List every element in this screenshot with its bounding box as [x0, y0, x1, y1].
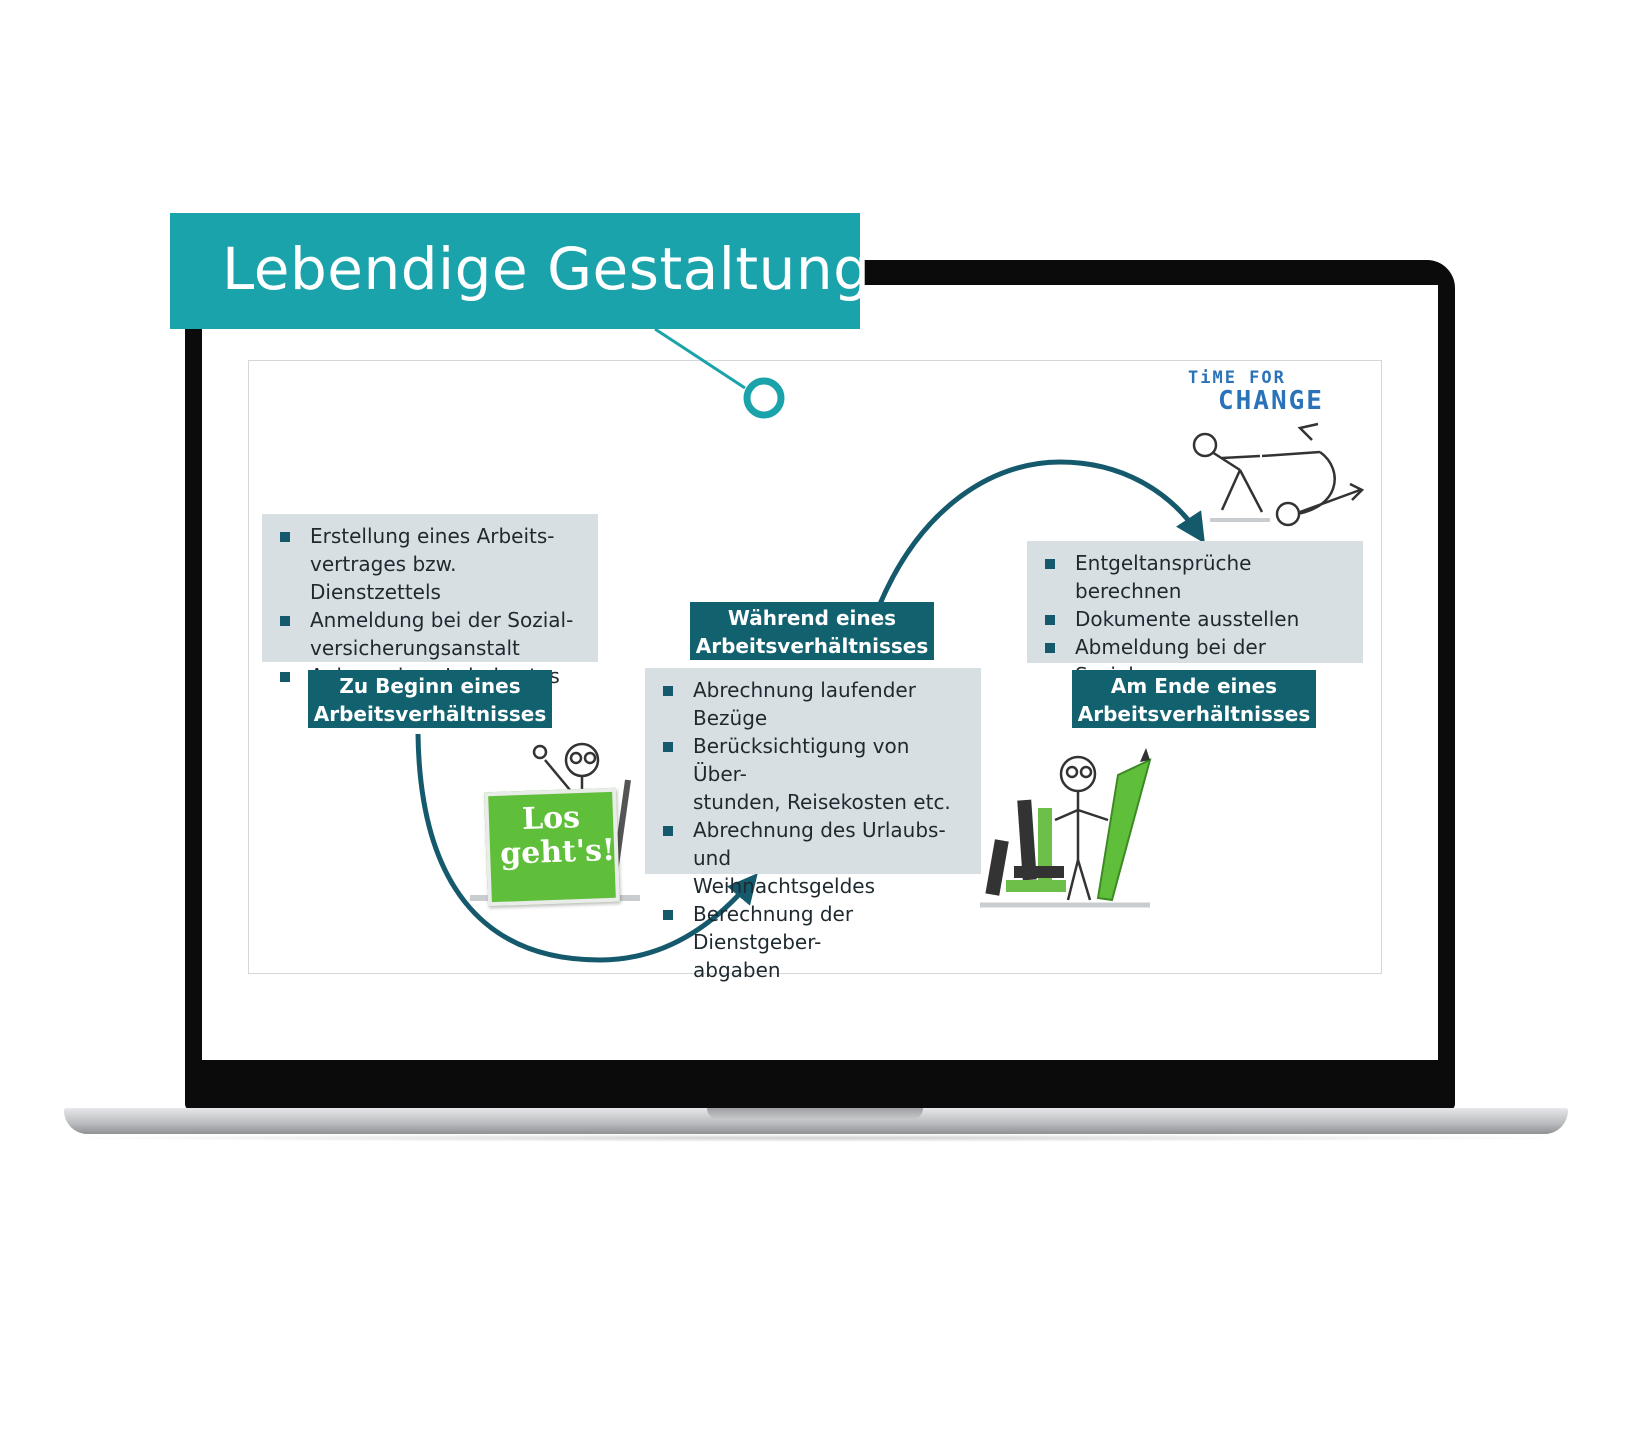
- bullets-end-box: Entgeltansprüche berechnen Dokumente aus…: [1027, 541, 1363, 715]
- feature-callout-title: Lebendige Gestaltung: [222, 235, 871, 303]
- arrow-during-to-end: [877, 459, 1205, 605]
- phase-label-line: Während eines: [727, 606, 897, 630]
- sign-text: Los geht's!: [499, 800, 616, 872]
- bullet-item: Anmeldung bei der Sozial- versicherungsa…: [274, 606, 586, 662]
- feature-callout-banner: Lebendige Gestaltung: [170, 213, 870, 329]
- stickfigure-folders-illustration: [980, 748, 1152, 908]
- phase-label-during: Während eines Arbeitsverhältnisses: [690, 602, 934, 660]
- phase-label-line: Arbeitsverhältnisses: [313, 702, 547, 726]
- laptop-shadow: [40, 1134, 1592, 1142]
- bullet-item: Entgeltansprüche berechnen: [1039, 549, 1351, 605]
- arrow-start-to-during: [415, 733, 758, 963]
- bullet-item: Berechnung der Dienstgeber- abgaben: [657, 900, 969, 984]
- phase-label-line: Zu Beginn eines: [339, 674, 521, 698]
- time-for-change-illustration: [1192, 422, 1365, 527]
- bullet-item: Berücksichtigung von Über- stunden, Reis…: [657, 732, 969, 816]
- time-for-change-line1: TiME FOR: [1188, 368, 1286, 388]
- bullets-during-box: Abrechnung laufender Bezüge Berücksichti…: [645, 668, 981, 982]
- laptop-notch: [707, 1108, 923, 1120]
- los-gehts-sign: Los geht's!: [484, 787, 620, 907]
- callout-connector: [654, 327, 746, 390]
- phase-label-end: Am Ende eines Arbeitsverhältnisses: [1072, 670, 1316, 728]
- bullet-item: Abrechnung des Urlaubs- und Weihnachtsge…: [657, 816, 969, 900]
- time-for-change-line2: CHANGE: [1218, 386, 1324, 416]
- bullet-item: Erstellung eines Arbeits- vertrages bzw.…: [274, 522, 586, 606]
- phase-label-line: Arbeitsverhältnisses: [695, 634, 929, 658]
- bullets-start-box: Erstellung eines Arbeits- vertrages bzw.…: [262, 514, 598, 688]
- callout-marker-icon: [743, 377, 785, 419]
- phase-label-line: Am Ende eines: [1110, 674, 1278, 698]
- phase-label-line: Arbeitsverhältnisses: [1077, 702, 1311, 726]
- phase-label-start: Zu Beginn eines Arbeitsverhältnisses: [308, 670, 552, 728]
- bullet-item: Dokumente ausstellen: [1039, 605, 1351, 633]
- bullet-item: Abrechnung laufender Bezüge: [657, 676, 969, 732]
